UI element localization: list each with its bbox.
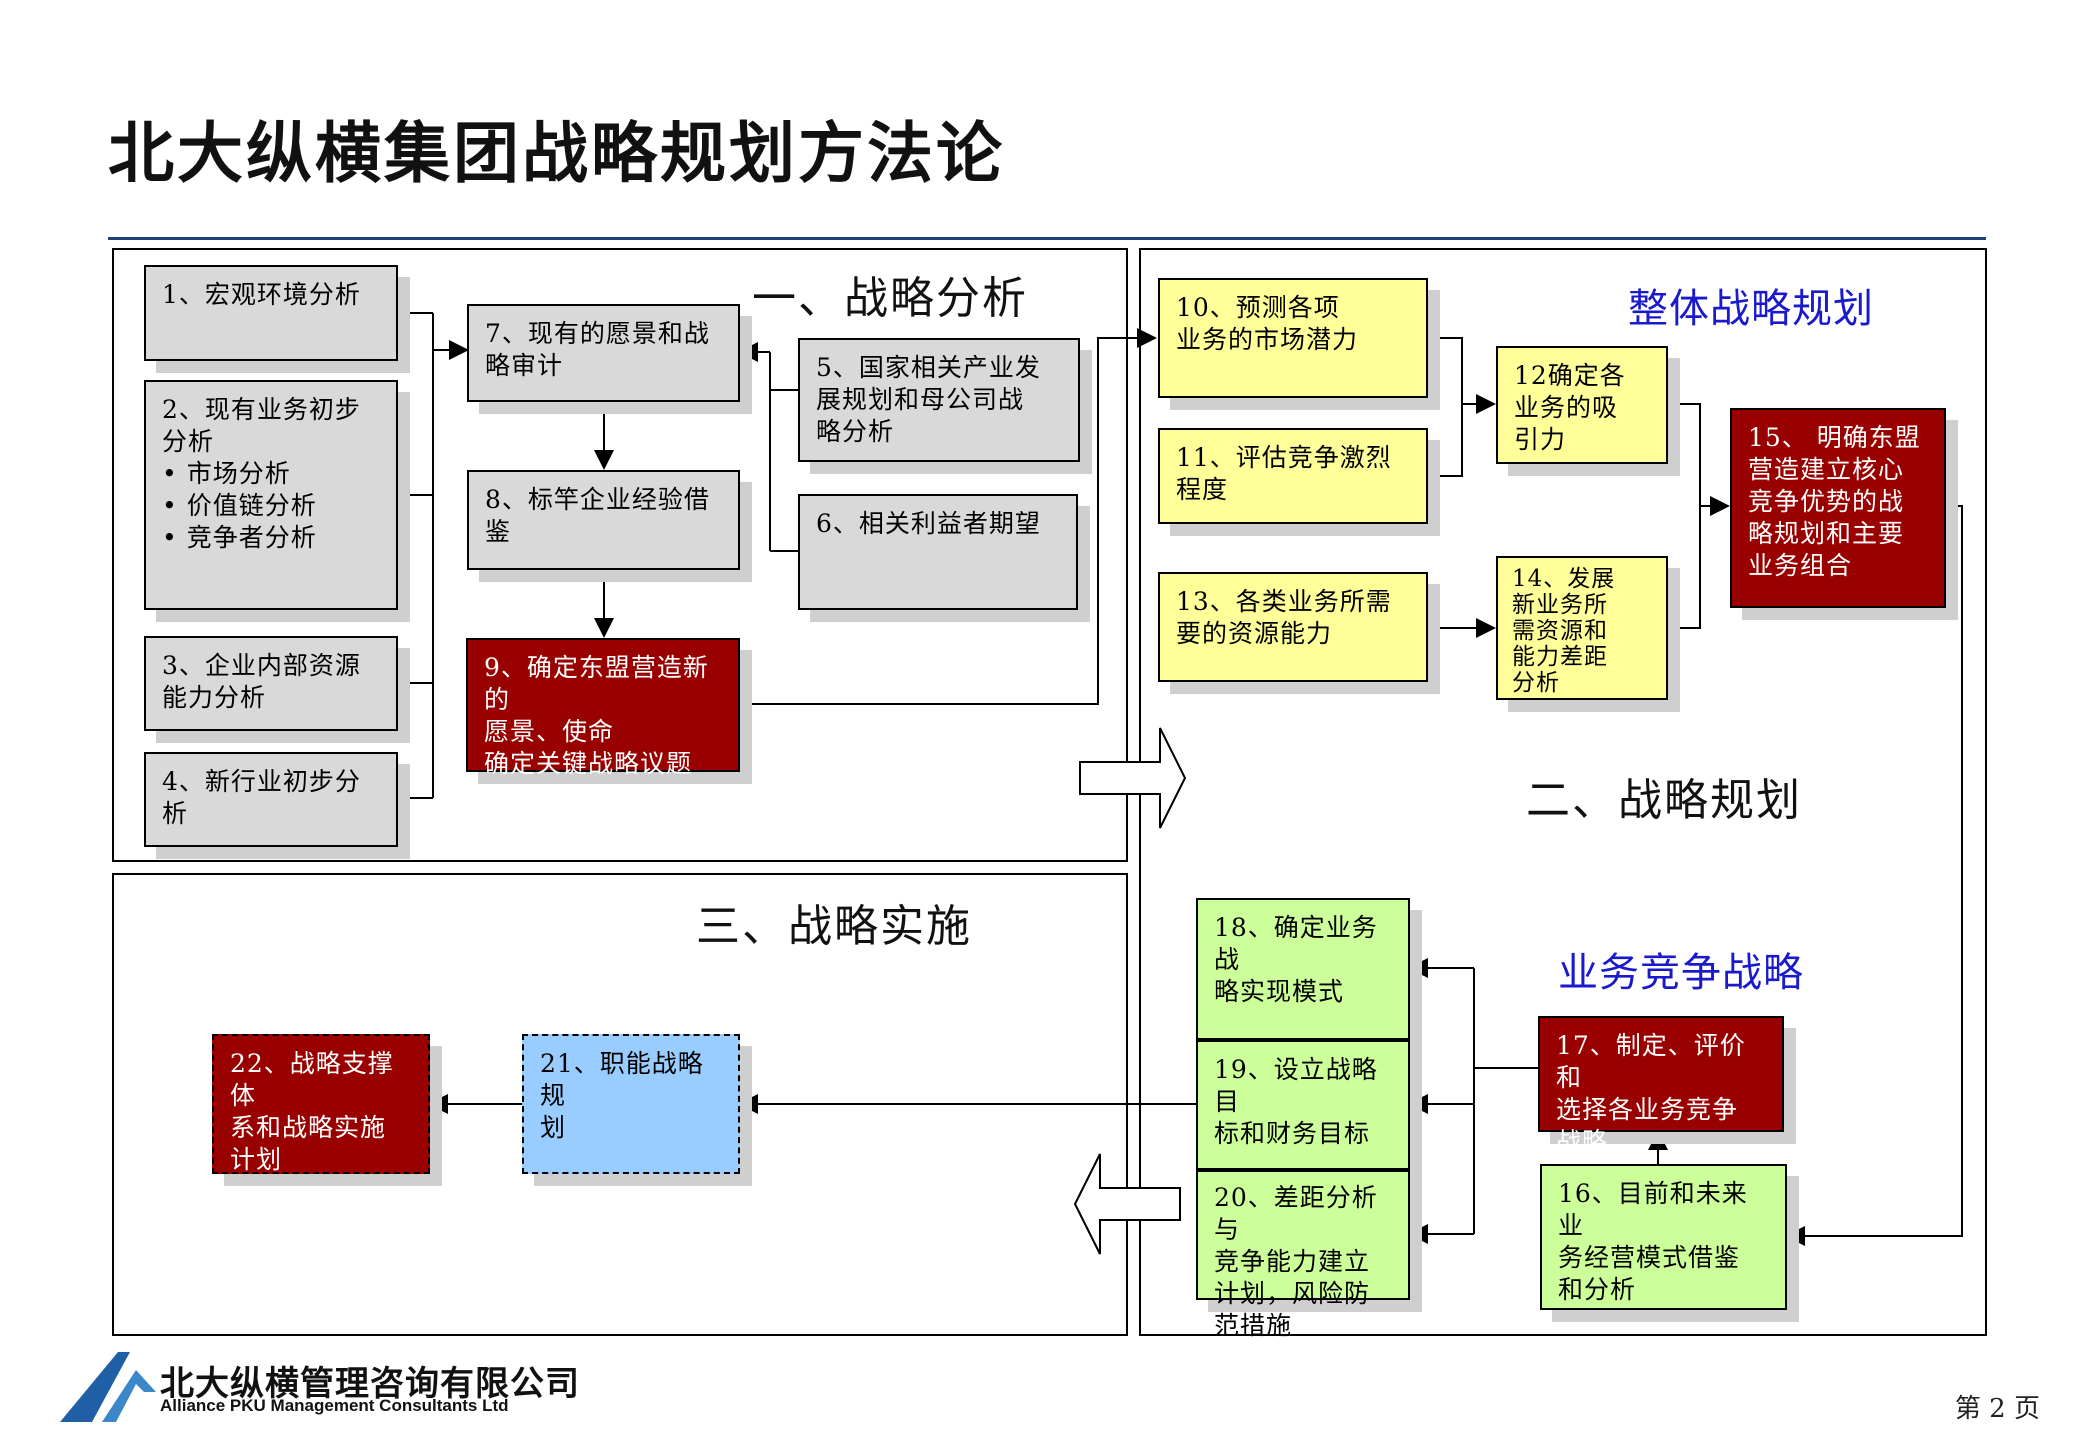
company-name-cn: 北大纵横管理咨询有限公司 xyxy=(160,1364,580,1404)
step-box-17: 17、制定、评价和 选择各业务竞争 战略 xyxy=(1538,1016,1784,1156)
step-box-22: 22、战略支撑体 系和战略实施 计划 xyxy=(212,1034,430,1174)
step-box-3: 3、企业内部资源 能力分析 xyxy=(144,636,398,731)
company-name-en: Alliance PKU Management Consultants Ltd xyxy=(160,1396,509,1415)
step-box-12: 12确定各 业务的吸 引力 xyxy=(1496,346,1668,464)
step-box-8: 8、标竿企业经验借 鉴 xyxy=(467,470,740,570)
step-box-7: 7、现有的愿景和战 略审计 xyxy=(467,304,740,402)
step-box-4: 4、新行业初步分 析 xyxy=(144,752,398,847)
right-block-arrow xyxy=(1079,727,1187,829)
section-title-analysis: 一、战略分析 xyxy=(752,273,1028,324)
title-divider xyxy=(108,237,1986,240)
step-box-5: 5、国家相关产业发 展规划和母公司战 略分析 xyxy=(798,338,1080,462)
step-box-13: 13、各类业务所需 要的资源能力 xyxy=(1158,572,1428,682)
step-box-11: 11、评估竞争激烈 程度 xyxy=(1158,428,1428,524)
section-title-planning: 二、战略规划 xyxy=(1526,775,1802,826)
label-business-strategy: 业务竞争战略 xyxy=(1558,950,1804,996)
step-box-16: 16、目前和未来业 务经营模式借鉴 和分析 xyxy=(1540,1164,1787,1310)
step-box-20: 20、差距分析与 竞争能力建立 计划，风险防 范措施 xyxy=(1196,1170,1410,1340)
label-overall-strategy: 整体战略规划 xyxy=(1628,286,1874,332)
step-box-9: 9、确定东盟营造新的 愿景、使命 确定关键战略议题 xyxy=(466,638,740,778)
step-box-21: 21、职能战略规 划 xyxy=(522,1034,740,1174)
step-box-19: 19、设立战略目 标和财务目标 xyxy=(1196,1040,1410,1170)
step-box-15: 15、 明确东盟 营造建立核心 竞争优势的战 略规划和主要 业务组合 xyxy=(1730,408,1946,608)
section-title-implementation: 三、战略实施 xyxy=(696,901,972,952)
step-box-18: 18、确定业务战 略实现模式 xyxy=(1196,898,1410,1040)
company-logo-icon xyxy=(60,1352,156,1422)
step-box-1: 1、宏观环境分析 xyxy=(144,265,398,361)
left-block-arrow xyxy=(1073,1153,1181,1255)
page-title: 北大纵横集团战略规划方法论 xyxy=(108,115,1005,192)
step-box-10: 10、预测各项 业务的市场潜力 xyxy=(1158,278,1428,398)
page-number: 第 2 页 xyxy=(1954,1394,2040,1424)
step-box-14: 14、发展 新业务所 需资源和 能力差距 分析 xyxy=(1496,556,1668,700)
step-box-6: 6、相关利益者期望 xyxy=(798,494,1078,610)
step-box-2: 2、现有业务初步 分析 • 市场分析 • 价值链分析 • 竞争者分析 xyxy=(144,380,398,610)
